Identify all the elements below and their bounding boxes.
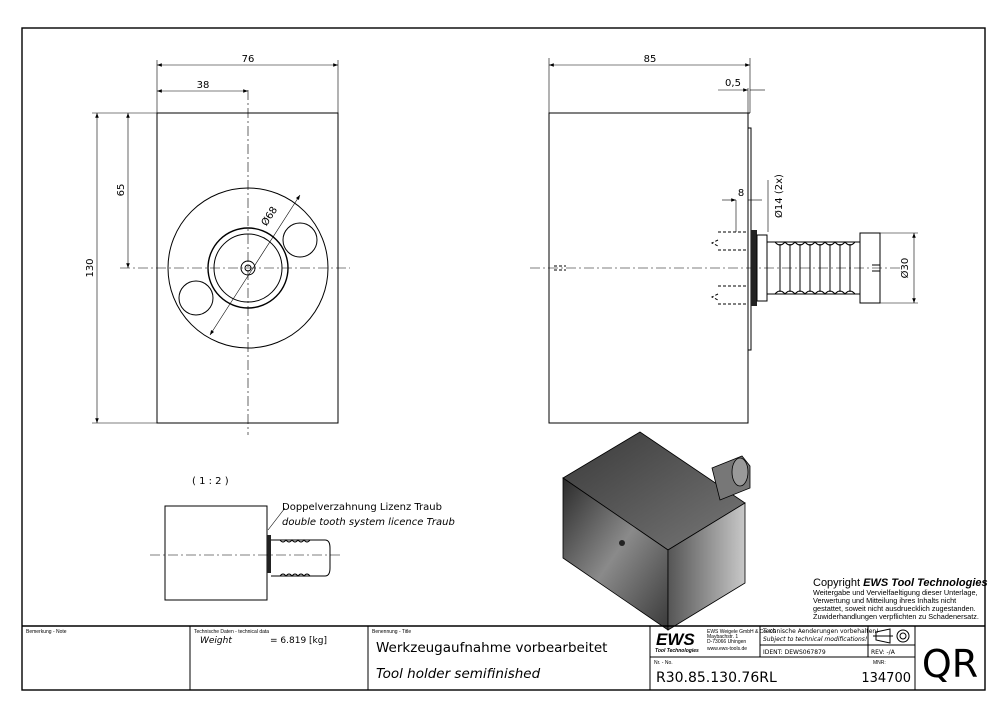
company-line: EWS Weigele GmbH & Co. KG (707, 629, 776, 635)
copyright-prefix: Copyright (813, 577, 863, 589)
qr-label: QR (922, 642, 978, 686)
drawing-frame (21, 27, 986, 691)
dim-front-height: 130 (85, 258, 96, 277)
title-label: Benennung - Title (372, 629, 411, 635)
side-view: 85 0,5 8 Ø14 (2x) Ø30 (530, 54, 918, 424)
dim-side-d14: Ø14 (2x) (773, 174, 785, 218)
scale-view (150, 505, 340, 601)
projection-symbol-icon (873, 628, 910, 644)
copyright-line: Zuwiderhandlungen verpflichten zu Schade… (813, 612, 979, 621)
tooth-profile (774, 241, 856, 295)
company-line: Maybachstr. 1 (707, 634, 738, 640)
title-en: Tool holder semifinished (376, 666, 541, 682)
title-block: Bemerkung - Note Technische Daten - tech… (22, 625, 985, 690)
weight-label: Weight (200, 636, 232, 646)
mnr-label: MNR: (873, 660, 886, 666)
dim-side-8: 8 (738, 188, 744, 199)
copyright-line: gestattet, soweit nicht ausdruecklich zu… (813, 604, 976, 613)
nr-label: Nr. - No. (654, 660, 673, 666)
company-line: D-73066 Uhingen (707, 639, 746, 645)
copyright-line: Weitergabe und Vervielfaeltigung dieser … (813, 588, 978, 597)
dim-front-width: 76 (242, 54, 255, 65)
isometric-view (562, 431, 751, 631)
revision: REV: -/A (871, 649, 896, 656)
copyright-line: Verwertung und Mitteilung ihres Inhalts … (813, 596, 956, 605)
note-en: double tooth system licence Traub (282, 517, 455, 528)
copyright-brand: EWS Tool Technologies (863, 577, 987, 589)
tech-data-label: Technische Daten - technical data (194, 629, 269, 635)
ews-logo-sub: Tool Technologies (655, 648, 699, 654)
changes-de: Technische Aenderungen vorbehalten! (762, 628, 879, 635)
dim-side-length: 85 (644, 54, 657, 65)
ews-logo: EWS (656, 630, 695, 649)
dim-front-center: 65 (116, 184, 127, 197)
note-de: Doppelverzahnung Lizenz Traub (282, 502, 442, 513)
changes-en: Subject to technical modifications! (763, 636, 867, 643)
part-number: R30.85.130.76RL (656, 670, 777, 686)
mnr: 134700 (861, 671, 911, 686)
front-view: 76 38 130 65 Ø68 (85, 54, 350, 435)
copyright-notice: Copyright EWS Tool Technologies Weiterga… (813, 577, 988, 621)
weight-value: = 6.819 [kg] (270, 636, 327, 646)
note-label: Bemerkung - Note (26, 629, 67, 635)
dim-side-offset: 0,5 (725, 78, 741, 89)
ident: IDENT: DEWS067879 (763, 649, 826, 656)
scale-label: ( 1 : 2 ) (192, 476, 229, 487)
dim-side-d30: Ø30 (899, 258, 911, 279)
company-line: www.ews-tools.de (707, 646, 747, 652)
dim-front-half: 38 (197, 80, 210, 91)
title-de: Werkzeugaufnahme vorbearbeitet (376, 640, 607, 656)
dim-front-diameter: Ø68 (259, 204, 280, 228)
svg-text:Copyright EWS Tool Technologie: Copyright EWS Tool Technologies (813, 577, 988, 589)
